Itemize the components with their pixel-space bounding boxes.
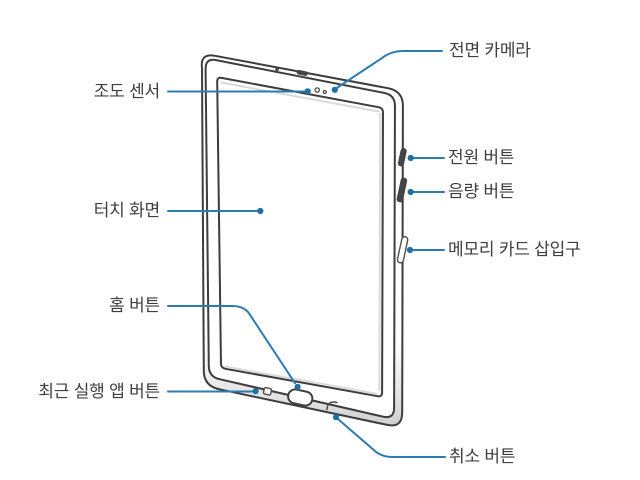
memory-card-slot [396,236,409,264]
callout-dot-power-button [407,154,414,162]
touch-screen-area [216,76,384,398]
screen-top-shading [220,81,380,113]
label-cancel-button: 취소 버튼 [449,447,516,466]
recent-apps-icon [262,386,273,396]
screen-bottom-shading [224,365,378,395]
label-home-button: 홈 버튼 [109,296,160,315]
label-memory-card-slot: 메모리 카드 삽입구 [448,240,581,259]
callout-dot-memory-card-slot [406,246,414,254]
label-touch-screen: 터치 화면 [93,201,160,220]
callout-line-front-camera [336,50,443,89]
proximity-sensor-lens [322,89,327,95]
callout-line-cancel-button [337,418,446,458]
home-button [287,388,314,407]
callout-dot-front-camera [331,86,338,93]
label-power-button: 전원 버튼 [448,148,515,167]
callout-line-home-button [167,305,296,385]
callout-dot-recent-apps-button [252,388,259,395]
top-edge-slot [296,69,308,76]
callout-dot-cancel-button [332,414,340,421]
screen-right-shading [378,112,382,392]
label-illuminance-sensor: 조도 센서 [93,82,160,101]
volume-button [396,177,408,203]
back-icon [326,401,338,411]
label-volume-button: 음량 버튼 [448,182,515,201]
label-recent-apps-button: 최근 실행 앱 버튼 [38,382,160,401]
illuminance-sensor-lens [314,87,320,93]
callout-dot-illuminance-sensor [304,88,311,95]
callout-dot-volume-button [407,188,414,196]
microphone-hole [275,67,279,72]
power-button [397,148,407,167]
callout-dot-home-button [294,383,301,390]
label-front-camera: 전면 카메라 [449,41,531,60]
callout-dot-touch-screen [257,207,264,215]
callout-lines [167,50,446,458]
